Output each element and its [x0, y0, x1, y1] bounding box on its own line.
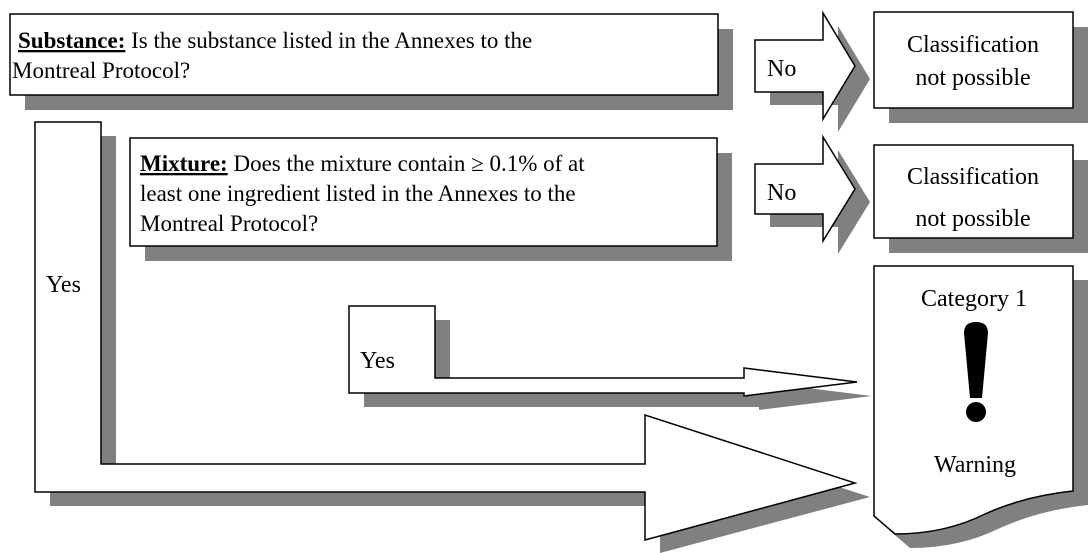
classification-not-possible-box-1: Classification not possible [873, 11, 1074, 109]
yes-label-left: Yes [46, 272, 81, 298]
yes-arrow-mixture-to-category: Yes [348, 305, 858, 397]
no-arrow-substance: No [754, 10, 856, 122]
mixture-label: Mixture: [140, 151, 228, 176]
substance-question-box: Substance: Is the substance listed in th… [9, 13, 719, 96]
substance-label: Substance: [18, 28, 125, 53]
category-title: Category 1 [921, 286, 1027, 312]
yes-arrow-substance-to-category: Yes [34, 121, 858, 541]
mixture-question-line1: Does the mixture contain ≥ 0.1% of at [228, 151, 586, 176]
result-top-line1: Classification [907, 32, 1039, 58]
result-middle-line1: Classification [907, 164, 1039, 190]
substance-question-line2: Montreal Protocol? [12, 58, 190, 83]
category-1-box: Category 1 Warning [873, 265, 1074, 535]
mixture-question-line3: Montreal Protocol? [140, 211, 318, 236]
svg-text:Mixture: Does the mixture cont: Mixture: Does the mixture contain ≥ 0.1%… [140, 151, 585, 176]
no-arrow-mixture: No [754, 134, 856, 244]
mixture-question-line2: least one ingredient listed in the Annex… [140, 181, 576, 206]
mixture-question-box: Mixture: Does the mixture contain ≥ 0.1%… [129, 137, 718, 247]
yes-label-inner: Yes [360, 348, 395, 374]
svg-text:Substance: Is the substance li: Substance: Is the substance listed in th… [18, 28, 532, 53]
no-label-2: No [767, 180, 796, 206]
no-label-1: No [767, 56, 796, 82]
result-top-line2: not possible [915, 65, 1030, 91]
classification-not-possible-box-2: Classification not possible [873, 144, 1074, 239]
substance-question-line1: Is the substance listed in the Annexes t… [125, 28, 532, 53]
exclamation-mark-icon [964, 322, 988, 422]
signal-word: Warning [934, 452, 1016, 478]
result-middle-line2: not possible [915, 206, 1030, 232]
